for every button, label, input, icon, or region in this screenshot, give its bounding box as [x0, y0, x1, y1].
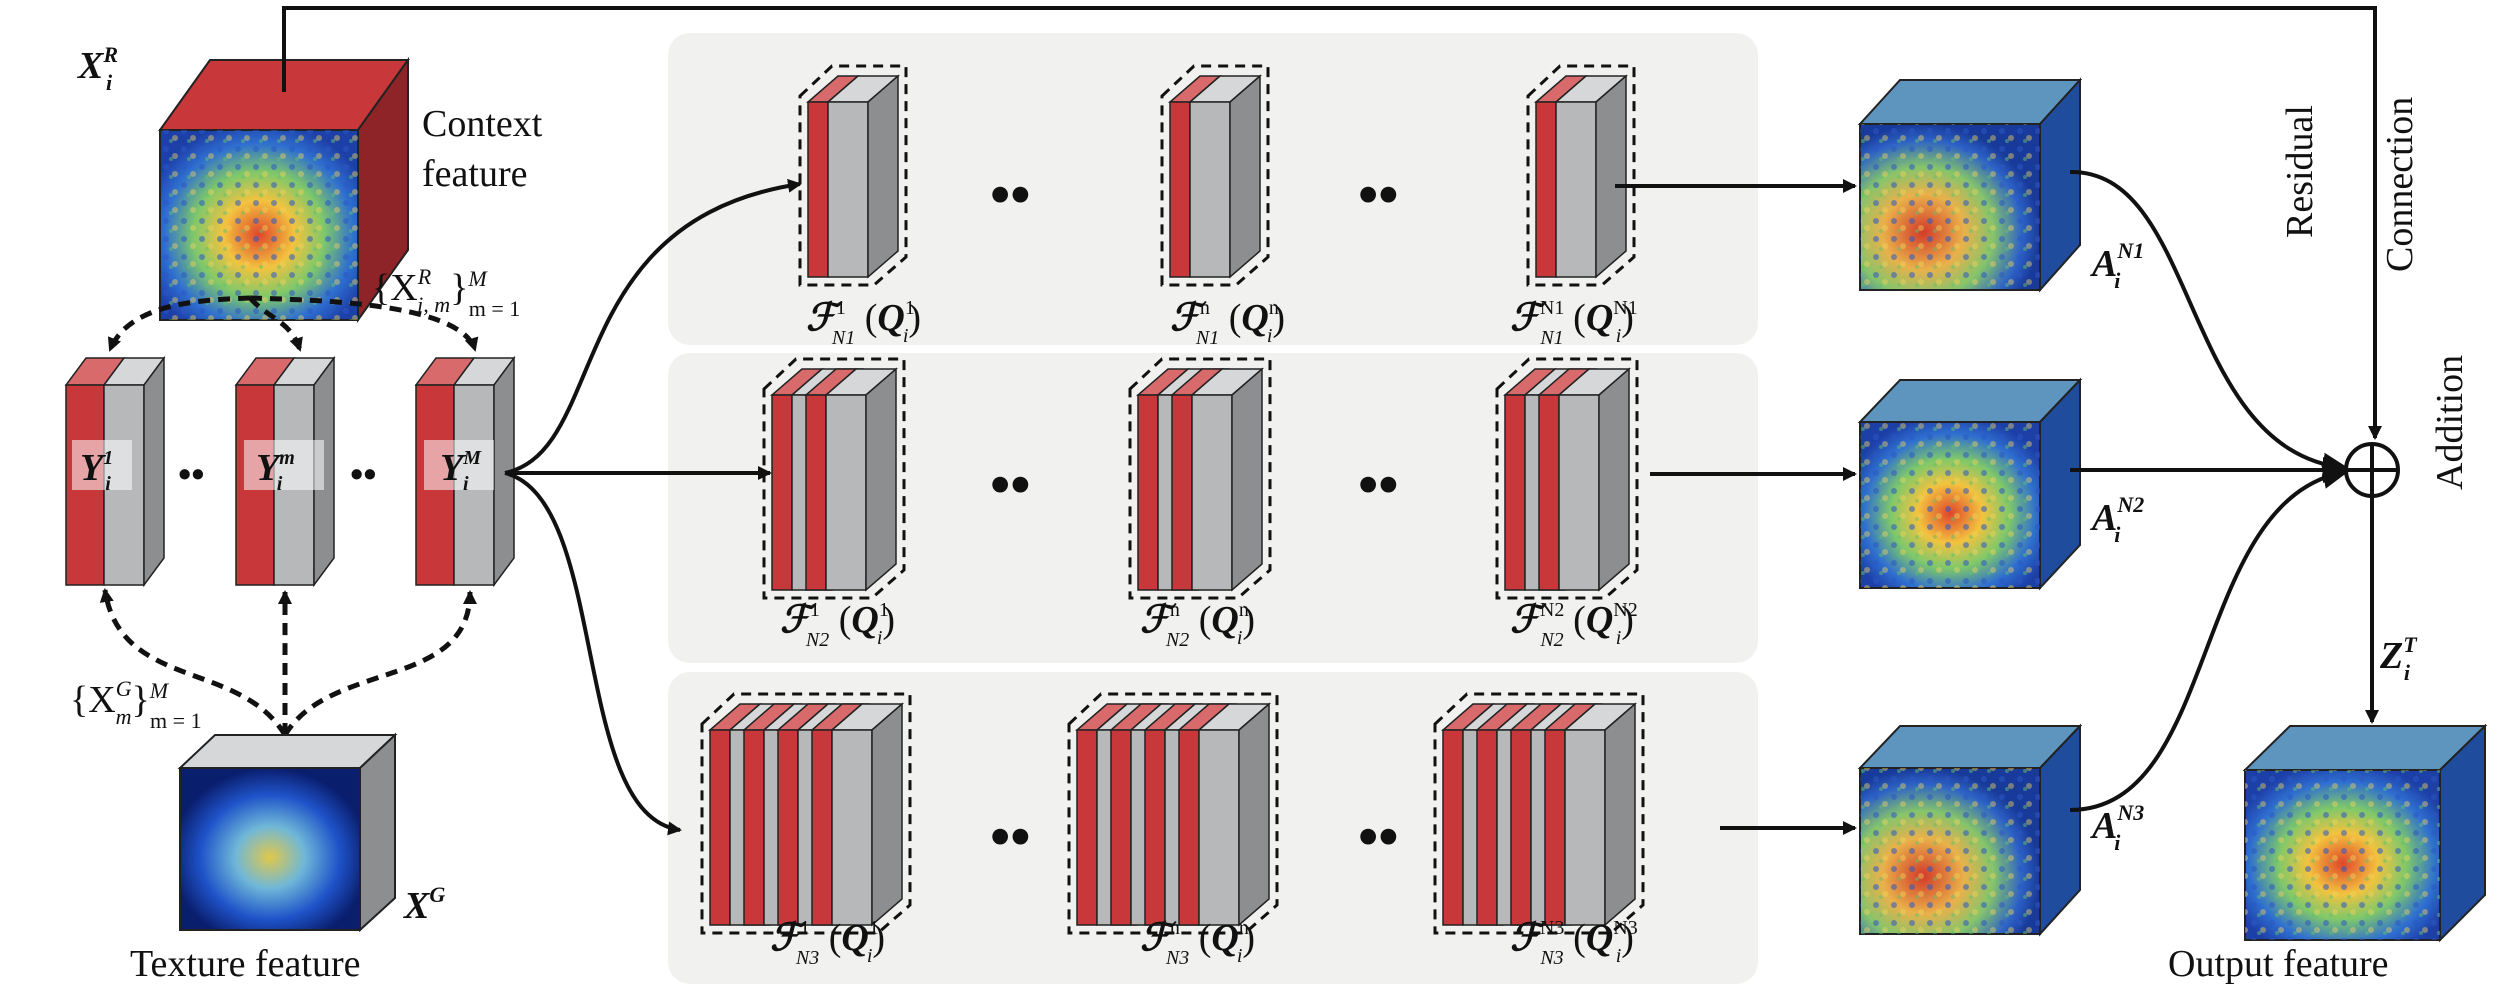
- branch2-layer-group-1: [762, 357, 906, 600]
- branch3-layer-group-n: [1067, 692, 1279, 935]
- branch1-layer-group-n: [1160, 64, 1270, 287]
- connection-label: Connection: [2379, 97, 2421, 272]
- y-dots-2: ••: [350, 454, 377, 496]
- y-block-1: [64, 355, 166, 588]
- a-cube-3: [1857, 723, 2083, 937]
- a-to-addition-arrows: [2069, 169, 2349, 812]
- addition-symbol: [2344, 442, 2400, 498]
- texture-feature-cube: [177, 732, 398, 933]
- y-block-m: [234, 355, 336, 588]
- branch2-layer-group-N: [1495, 357, 1639, 600]
- texture-feature-label: Texture feature: [130, 943, 360, 985]
- y-to-branch-arrows: [504, 178, 802, 836]
- branch2-layer-group-n: [1128, 357, 1272, 600]
- context-to-y-arrows: [107, 295, 479, 352]
- a-cube-2: [1857, 377, 2083, 591]
- output-feature-cube: [2242, 723, 2488, 943]
- x-g-symbol: XG: [403, 882, 445, 927]
- context-feature-label-2: feature: [422, 153, 527, 195]
- branch-ellipsis-2: ••: [1358, 162, 1399, 227]
- y-dots-1: ••: [178, 454, 205, 496]
- a-cube-1: [1857, 77, 2083, 293]
- residual-label: Residual: [2279, 105, 2321, 238]
- branch-to-a-arrows: [1615, 179, 1857, 835]
- branch-ellipsis-5: ••: [990, 804, 1031, 869]
- branch3-layer-group-N: [1433, 692, 1645, 935]
- context-feature-label-1: Context: [422, 103, 543, 145]
- branch1-layer-group-1: [798, 64, 908, 287]
- branch-ellipsis-1: ••: [990, 162, 1031, 227]
- output-feature-label: Output feature: [2168, 943, 2389, 985]
- texture-to-y-arrows: [99, 588, 477, 737]
- y-block-M: [414, 355, 516, 588]
- branch-ellipsis-3: ••: [990, 452, 1031, 517]
- branch-ellipsis-4: ••: [1358, 452, 1399, 517]
- context-feature-cube: [158, 56, 410, 324]
- addition-label: Addition: [2429, 355, 2471, 490]
- branch1-layer-group-N: [1526, 64, 1636, 287]
- residual-connection-line: [282, 6, 2382, 440]
- branch-ellipsis-6: ••: [1358, 804, 1399, 869]
- branch3-layer-group-1: [700, 692, 912, 935]
